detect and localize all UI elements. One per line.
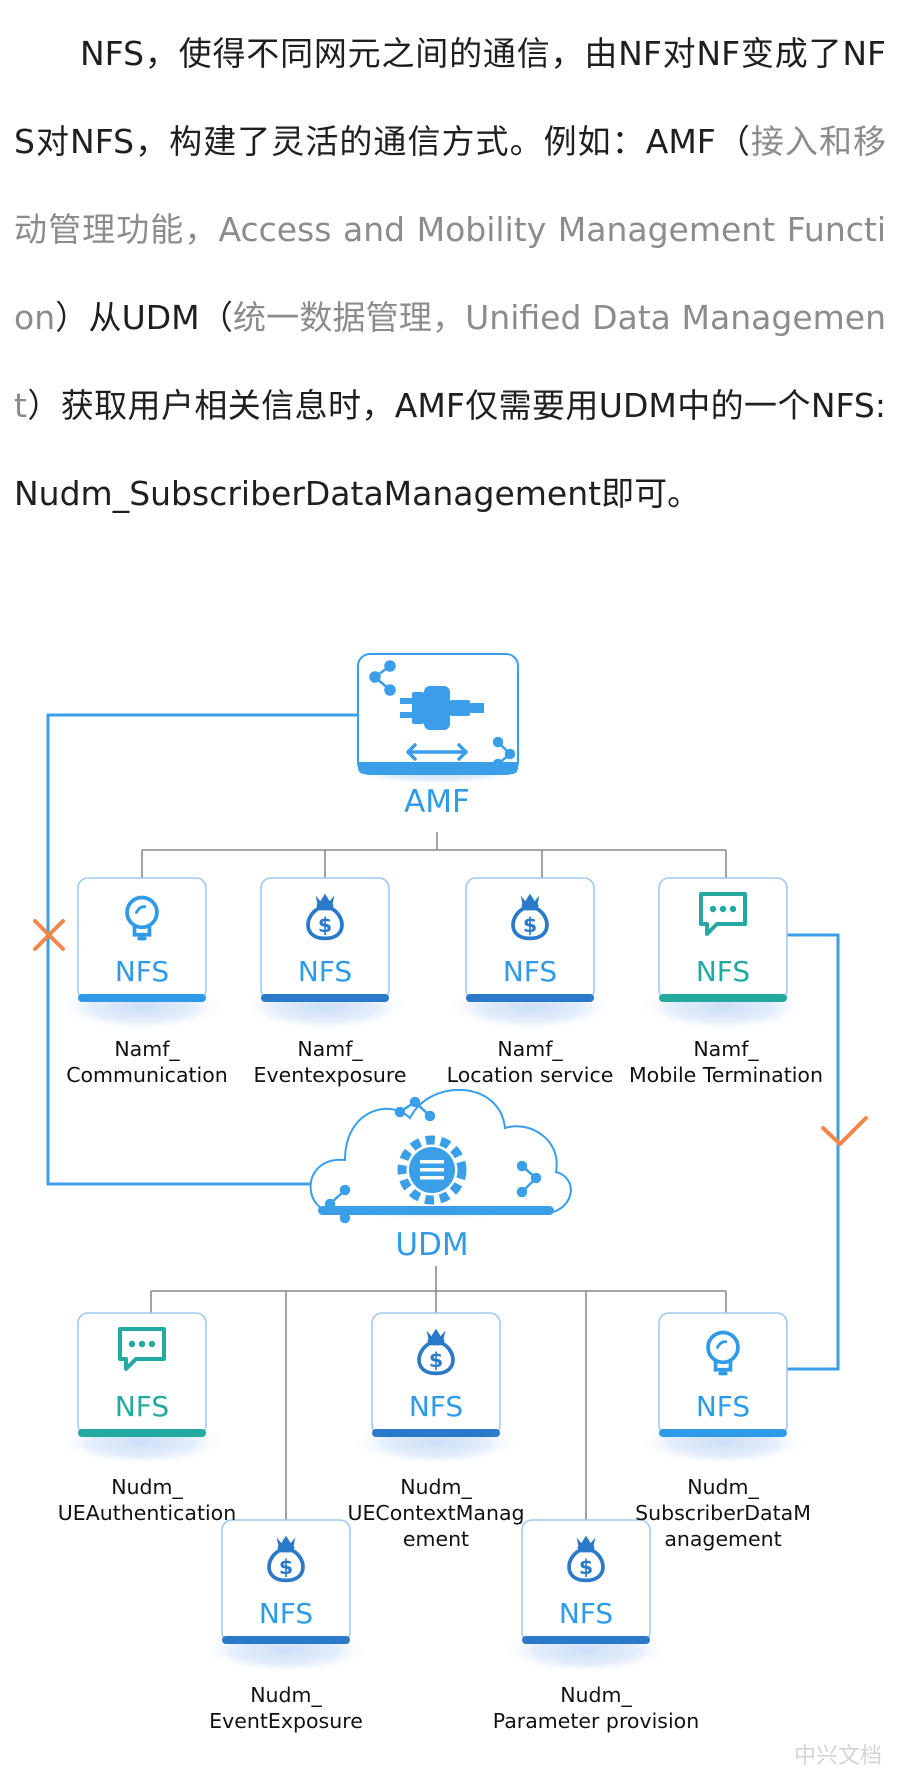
service-label-namf-eventexposure: Namf_Eventexposure <box>253 1037 407 1087</box>
share-icon <box>369 660 396 696</box>
service-label-nudm-parameter-provision: Nudm_Parameter provision <box>492 1683 700 1733</box>
nfs-card-label: NFS <box>408 1390 464 1423</box>
udm-tree-connector <box>150 1266 727 1520</box>
nfs-card-label: NFS <box>297 955 353 988</box>
service-label-namf-location-service: Namf_Location service <box>446 1037 614 1087</box>
nfs-card-namf-mobile-termination <box>637 877 809 1031</box>
paragraph-text: ）获取用户相关信息时，AMF仅需要用UDM中的一个NFS: Nudm_Subsc… <box>14 386 886 513</box>
amf-udm-direct-path <box>46 713 358 1186</box>
service-label-nudm-ueauthentication: Nudm_UEAuthentication <box>57 1475 237 1525</box>
nfs-card-nudm-subscriberdatamanagement <box>637 1312 809 1466</box>
nfs-card-label: NFS <box>114 1390 170 1423</box>
nfs-card-label: NFS <box>502 955 558 988</box>
share-icon <box>492 736 516 770</box>
amf-node <box>351 653 523 785</box>
service-label-namf-mobile-termination: Namf_Mobile Termination <box>629 1037 823 1087</box>
bidirectional-arrow-icon <box>406 743 468 761</box>
plug-icon <box>400 686 484 730</box>
gear-icon <box>397 1135 467 1205</box>
amf-label: AMF <box>404 784 470 820</box>
nfs-card-nudm-ueauthentication <box>56 1312 228 1466</box>
nfs-card-nudm-uecontextmanagement <box>350 1312 522 1466</box>
paragraph-udm-definition: 统一数据管理，Unified Data Management <box>14 298 886 425</box>
check-icon <box>821 1116 868 1146</box>
nfs-card-namf-eventexposure <box>239 877 411 1031</box>
paragraph-amf-definition: 接入和移动管理功能，Access and Mobility Management… <box>14 122 887 337</box>
nfs-card-namf-communication <box>56 877 228 1031</box>
udm-node <box>309 1088 572 1224</box>
amf-tree-connector <box>141 832 727 878</box>
cross-icon <box>33 919 65 951</box>
nfs-card-nudm-eventexposure <box>200 1519 372 1674</box>
service-label-nudm-eventexposure: Nudm_EventExposure <box>209 1683 363 1733</box>
paragraph-text: NFS，使得不同网元之间的通信，由NF对NF变成了NFS对NFS，构建了灵活的通… <box>14 34 886 161</box>
nfs-card-label: NFS <box>258 1597 314 1630</box>
nfs-card-namf-location-service <box>444 877 616 1031</box>
nfs-card-label: NFS <box>695 955 751 988</box>
nfs-to-nfs-path <box>787 933 840 1371</box>
nfs-card-nudm-parameter-provision <box>500 1519 672 1674</box>
watermark: 中兴文档 <box>793 1744 882 1769</box>
nfs-card-label: NFS <box>695 1390 751 1423</box>
paragraph-text: ）从UDM（ <box>55 298 233 337</box>
service-label-namf-communication: Namf_Communication <box>66 1037 228 1087</box>
share-icon <box>324 1096 542 1224</box>
nfs-card-label: NFS <box>114 955 170 988</box>
nfs-card-label: NFS <box>558 1597 614 1630</box>
udm-label: UDM <box>395 1227 469 1263</box>
intro-paragraph: NFS，使得不同网元之间的通信，由NF对NF变成了NFS对NFS，构建了灵活的通… <box>14 10 886 538</box>
